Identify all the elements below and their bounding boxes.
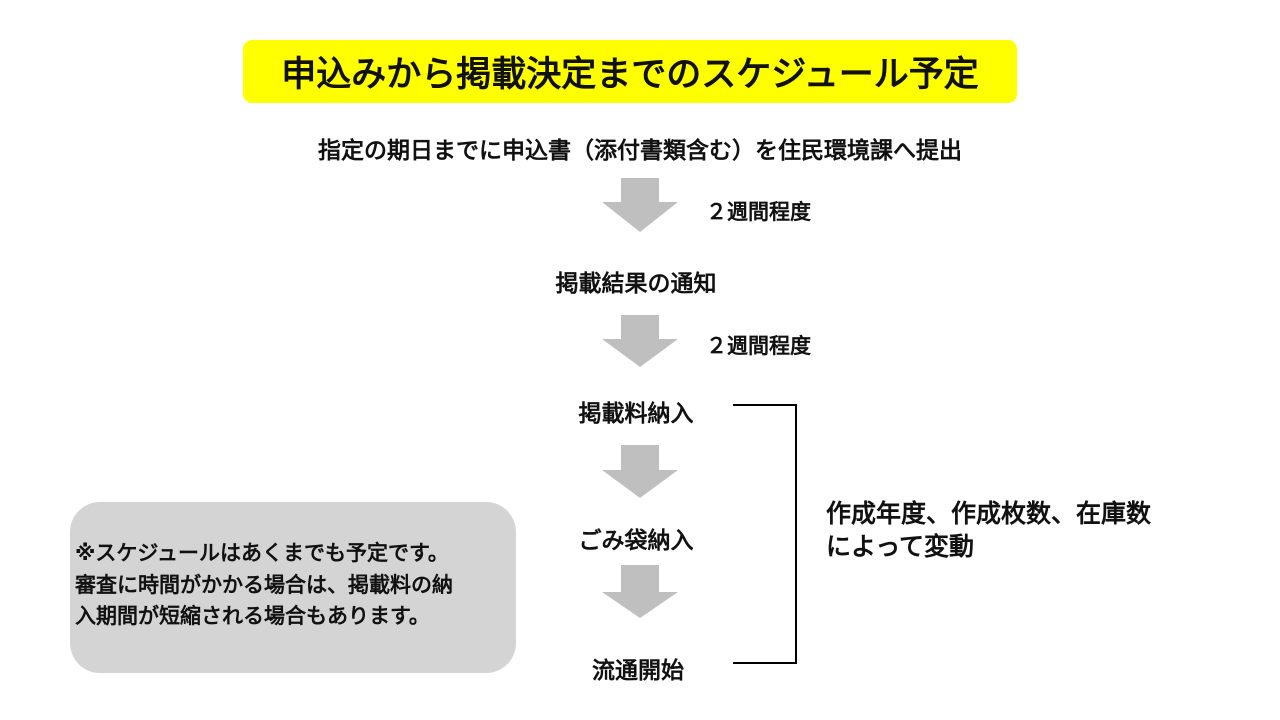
bracket-vertical-line	[795, 404, 797, 664]
title-banner: 申込みから掲載決定までのスケジュール予定	[243, 40, 1017, 103]
variation-note: 作成年度、作成枚数、在庫数 によって変動	[826, 497, 1151, 563]
down-arrow-icon	[602, 565, 678, 618]
step-submit-application: 指定の期日までに申込書（添付書類含む）を住民環境課へ提出	[318, 138, 962, 164]
bracket-top-line	[733, 404, 797, 406]
variation-note-line: によって変動	[826, 532, 975, 561]
down-arrow-icon	[602, 178, 678, 232]
duration-label: ２週間程度	[706, 334, 811, 358]
down-arrow-icon	[602, 315, 678, 367]
disclaimer-line: 入期間が短縮される場合もあります。	[75, 604, 430, 628]
disclaimer-box	[70, 502, 516, 673]
step-bag-delivery: ごみ袋納入	[578, 528, 694, 554]
page-title: 申込みから掲載決定までのスケジュール予定	[281, 55, 979, 95]
variation-note-line: 作成年度、作成枚数、在庫数	[826, 499, 1152, 528]
bracket-bottom-line	[733, 662, 797, 664]
step-fee-payment: 掲載料納入	[578, 401, 694, 427]
step-result-notification: 掲載結果の通知	[555, 271, 717, 297]
disclaimer-text: ※スケジュールはあくまでも予定です。 審査に時間がかかる場合は、掲載料の納 入期…	[75, 538, 453, 633]
disclaimer-line: ※スケジュールはあくまでも予定です。	[75, 541, 449, 565]
duration-label: ２週間程度	[706, 200, 811, 224]
step-distribution-start: 流通開始	[592, 658, 684, 684]
down-arrow-icon	[602, 445, 678, 498]
disclaimer-line: 審査に時間がかかる場合は、掲載料の納	[75, 572, 453, 597]
